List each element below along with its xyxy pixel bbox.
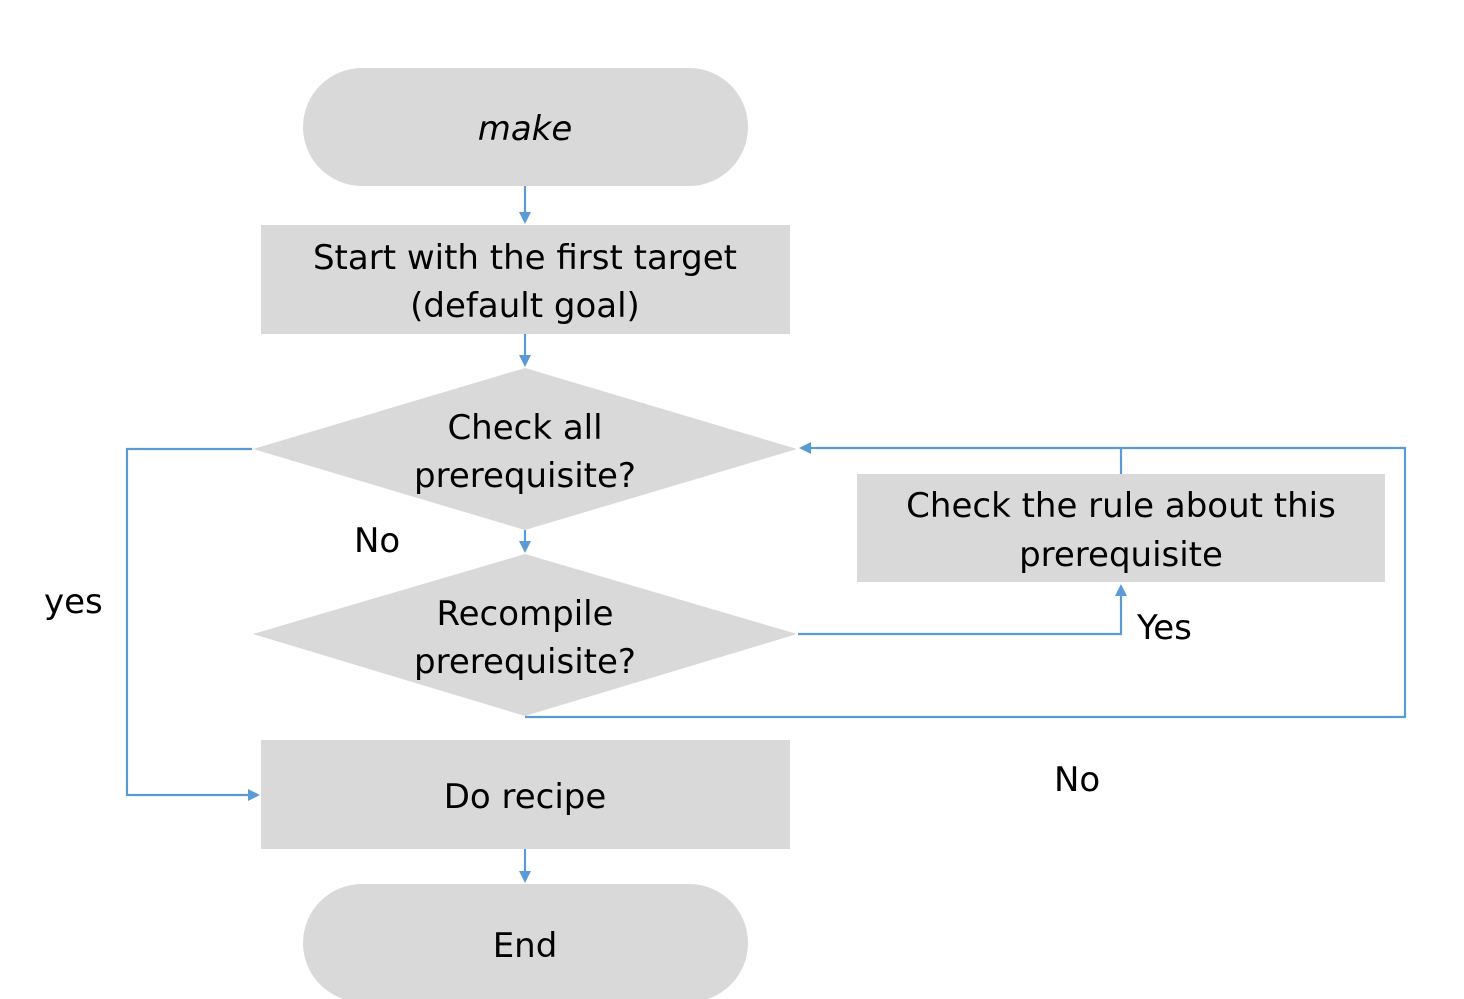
arrowhead-check-rule bbox=[1115, 584, 1127, 596]
do-recipe-label: Do recipe bbox=[444, 777, 607, 817]
first-target-process: Start with the first target (default goa… bbox=[261, 225, 790, 334]
check-rule-label-line1: Check the rule about this bbox=[906, 486, 1336, 526]
edge-label-recompile-no: No bbox=[1054, 760, 1100, 800]
check-all-label-line2: prerequisite? bbox=[414, 456, 636, 496]
arrowhead-first-target bbox=[519, 212, 531, 224]
start-terminal-label: make bbox=[478, 109, 573, 149]
do-recipe-shape bbox=[261, 740, 790, 849]
start-terminal: make bbox=[303, 68, 748, 186]
check-all-label-line1: Check all bbox=[447, 408, 602, 448]
arrow-recompile-no-loop bbox=[525, 446, 1407, 719]
arrowhead-do-recipe-yes bbox=[248, 789, 260, 801]
arrow-check-all-to-do-recipe bbox=[125, 447, 252, 797]
recompile-label-line2: prerequisite? bbox=[414, 642, 636, 682]
check-rule-process: Check the rule about this prerequisite bbox=[857, 474, 1385, 582]
check-rule-label-line2: prerequisite bbox=[1019, 535, 1223, 575]
end-terminal-shape bbox=[303, 884, 748, 999]
start-terminal-shape bbox=[303, 68, 748, 186]
arrowhead-check-all-loop bbox=[799, 442, 811, 454]
arrowhead-end bbox=[519, 871, 531, 883]
first-target-shape bbox=[261, 225, 790, 334]
edge-label-check-all-no: No bbox=[354, 521, 400, 561]
check-all-shape bbox=[253, 368, 797, 530]
edge-label-check-all-yes: yes bbox=[44, 582, 103, 622]
do-recipe-process: Do recipe bbox=[261, 740, 790, 849]
arrow-recompile-to-check-rule bbox=[798, 594, 1123, 636]
recompile-decision: Recompile prerequisite? bbox=[253, 554, 797, 716]
first-target-label-line1: Start with the first target bbox=[313, 238, 737, 278]
arrowhead-check-all bbox=[519, 355, 531, 367]
edge-label-recompile-yes: Yes bbox=[1136, 608, 1192, 648]
end-terminal: End bbox=[303, 884, 748, 999]
check-all-decision: Check all prerequisite? bbox=[253, 368, 797, 530]
arrow-check-rule-to-check-all bbox=[808, 446, 1123, 474]
end-terminal-label: End bbox=[493, 926, 558, 966]
arrowhead-recompile bbox=[519, 541, 531, 553]
check-rule-shape bbox=[857, 474, 1385, 582]
recompile-shape bbox=[253, 554, 797, 716]
first-target-label-line2: (default goal) bbox=[410, 286, 640, 326]
connectors bbox=[125, 186, 1407, 883]
recompile-label-line1: Recompile bbox=[436, 594, 613, 634]
